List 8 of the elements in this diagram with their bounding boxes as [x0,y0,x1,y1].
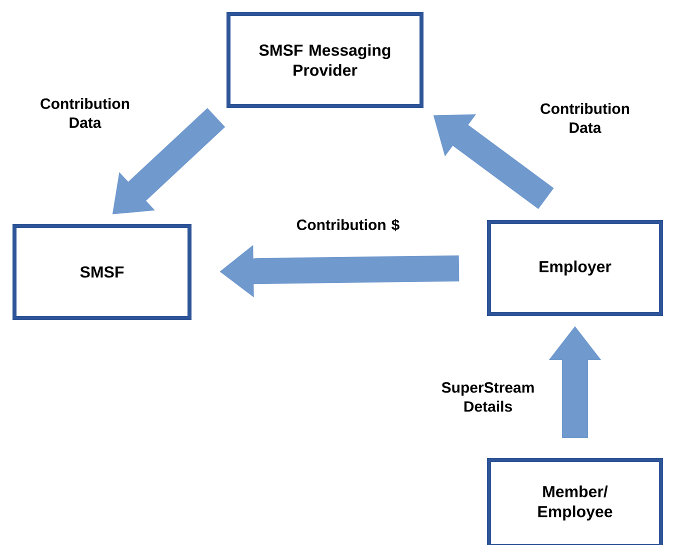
process-box: SMSF Messaging Provider [226,12,424,108]
edge-label: SuperStream Details [442,382,534,412]
edge-label: Contribution Data [540,102,630,133]
edge-label: Contribution $ [296,218,400,232]
process-box: Member/ Employee [487,458,663,545]
process-box: SMSF [12,224,192,320]
edge-label: Contribution Data [40,98,130,128]
process-box: Employer [487,220,663,316]
